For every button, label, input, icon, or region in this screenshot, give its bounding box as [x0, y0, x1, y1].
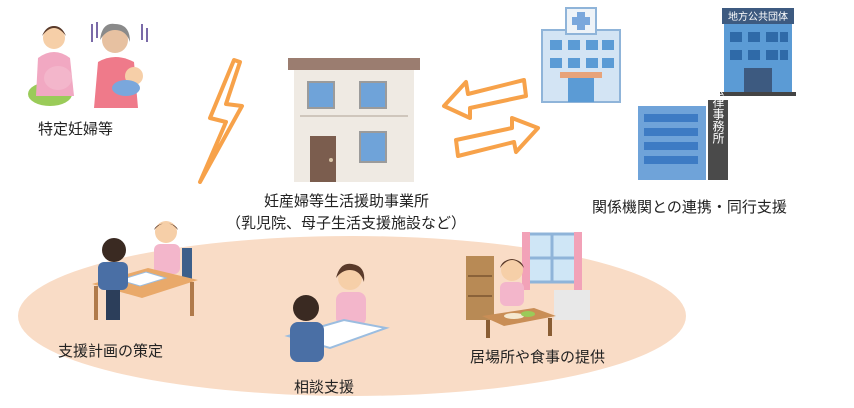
relation-label: 関係機関との連携・同行支援 — [592, 198, 787, 216]
consult-label: 相談支援 — [294, 378, 355, 396]
target-label: 特定妊婦等 — [38, 120, 114, 138]
local-government-building-icon: 地方公共団体 — [720, 8, 796, 96]
facility-label-line1: 妊産婦等生活援助事業所 — [264, 192, 430, 210]
consultation-illustration — [284, 263, 390, 362]
lightning-icon — [198, 58, 244, 184]
facility-label-line2: （乳児院、母子生活支援施設など） — [226, 214, 467, 232]
support-plan-meeting-illustration — [92, 221, 198, 320]
housing-label: 居場所や食事の提供 — [470, 348, 606, 366]
law-office-building-icon: 法律事務所 — [638, 84, 728, 180]
left-arrow-icon — [442, 78, 528, 120]
pregnant-women-illustration — [28, 22, 148, 108]
housing-meals-illustration — [466, 232, 590, 338]
plan-label: 支援計画の策定 — [58, 342, 164, 360]
facility-building-icon — [288, 58, 420, 182]
local-government-sign: 地方公共団体 — [728, 10, 788, 23]
hospital-building-icon — [541, 7, 621, 103]
right-arrow-icon — [454, 116, 540, 158]
law-office-sign: 法律事務所 — [711, 84, 725, 144]
